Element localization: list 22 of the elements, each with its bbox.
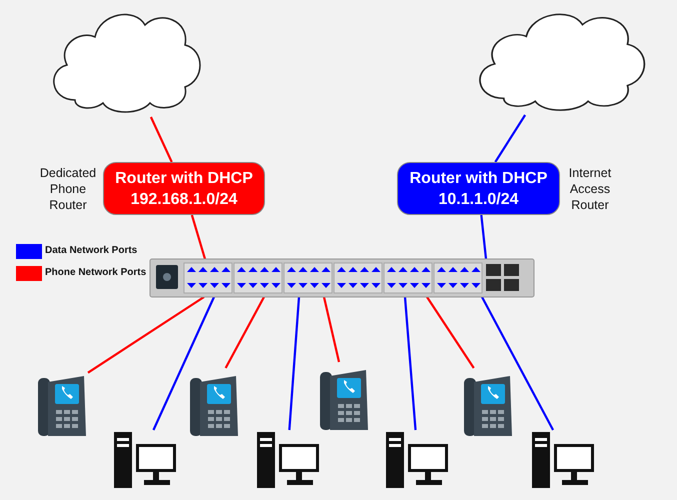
router-label: Router with DHCP bbox=[410, 168, 548, 188]
legend-label: Data Network Ports bbox=[45, 245, 138, 256]
connection-line bbox=[224, 296, 265, 369]
connection-line bbox=[404, 296, 417, 430]
legend-label: Phone Network Ports bbox=[45, 267, 146, 278]
router-box bbox=[103, 162, 265, 215]
connection-line bbox=[480, 214, 488, 260]
router-label: 192.168.1.0/24 bbox=[130, 190, 238, 210]
connection-line bbox=[87, 296, 205, 374]
connection-line bbox=[152, 296, 215, 430]
router-caption: Dedicated Phone Router bbox=[38, 165, 98, 213]
router-label: 10.1.1.0/24 bbox=[438, 190, 519, 210]
connection-line bbox=[322, 296, 340, 362]
connection-line bbox=[494, 114, 526, 163]
router-caption: Internet Access Router bbox=[568, 165, 612, 213]
connection-line bbox=[190, 214, 206, 260]
connection-line bbox=[288, 296, 300, 430]
router-label: Router with DHCP bbox=[115, 168, 253, 188]
connection-line bbox=[150, 116, 173, 162]
connection-line bbox=[481, 296, 554, 431]
router-box bbox=[397, 162, 560, 215]
connection-line bbox=[426, 296, 475, 369]
